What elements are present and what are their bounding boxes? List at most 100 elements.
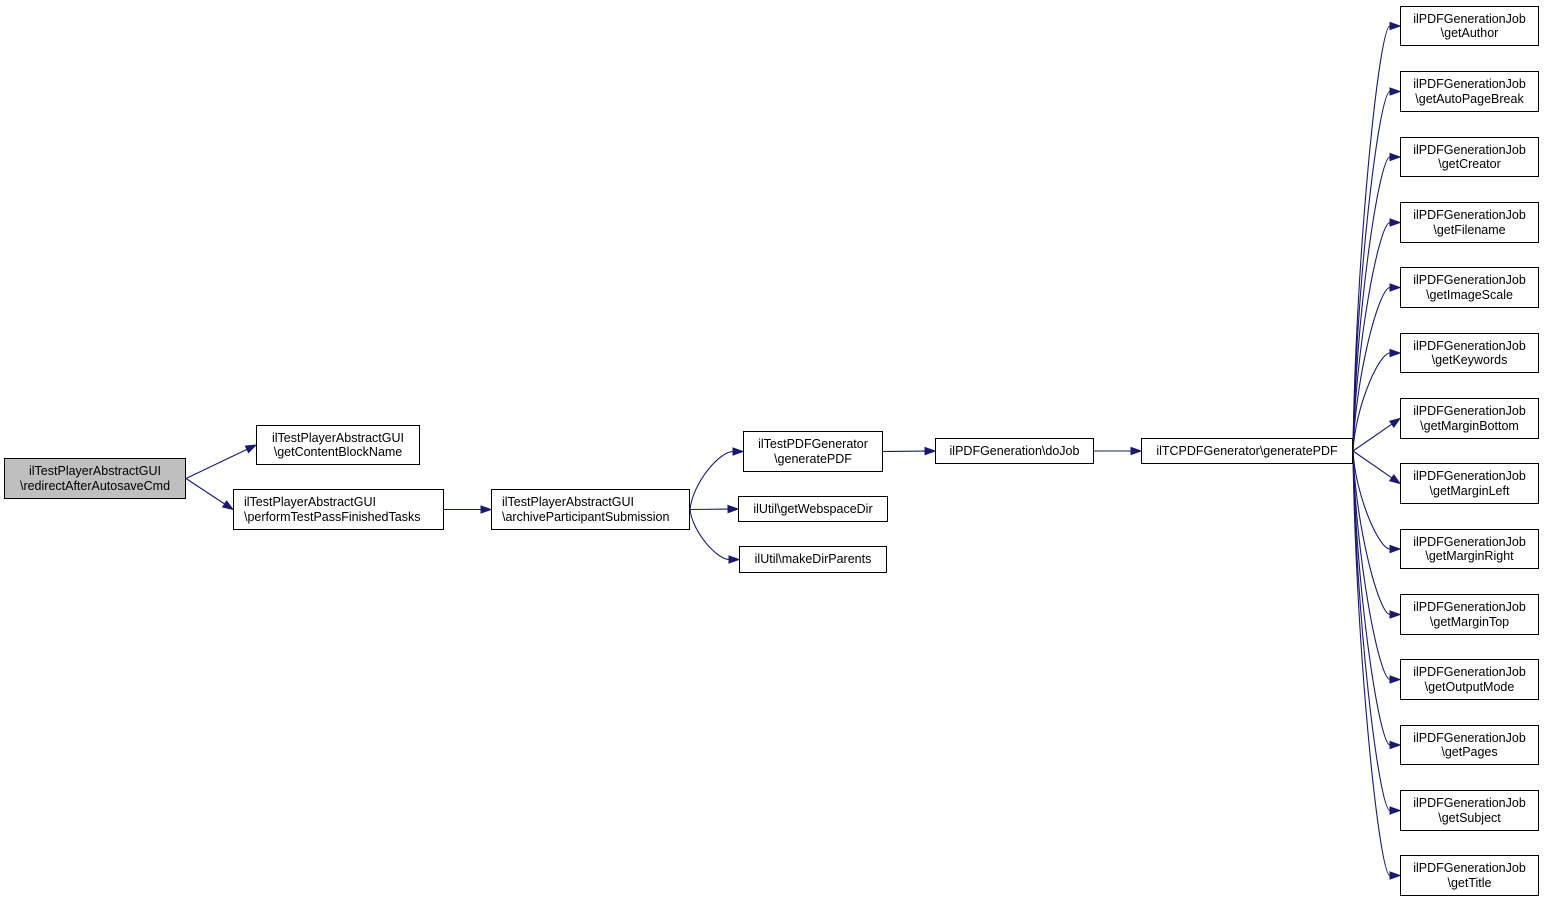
node-perform-test-pass-finished-tasks[interactable]: ilTestPlayerAbstractGUI \performTestPass… [233,489,444,530]
edge-tcpdf_generate-to-get_author [1352,25,1391,452]
node-archive-participant-submission-line1: ilTestPlayerAbstractGUI [502,495,634,509]
arrowhead-test_pdf_generator [732,447,745,456]
arrowhead-get_margin_top [1389,610,1402,619]
node-get-auto-page-break[interactable]: ilPDFGenerationJob \getAutoPageBreak [1400,71,1539,112]
node-get-content-block-name-line2: \getContentBlockName [273,445,403,459]
arrowhead-get_filename [1389,218,1402,227]
node-get-webspace-dir[interactable]: ilUtil\getWebspaceDir [738,496,888,522]
node-get-pages-line1: ilPDFGenerationJob [1413,730,1526,745]
node-root: ilTestPlayerAbstractGUI \redirectAfterAu… [4,458,186,499]
node-get-auto-page-break-line1: ilPDFGenerationJob [1413,77,1526,91]
node-root-line1: ilTestPlayerAbstractGUI [29,464,161,478]
node-get-image-scale-line2: \getImageScale [1426,287,1513,302]
node-get-filename[interactable]: ilPDFGenerationJob \getFilename [1400,202,1539,243]
arrowhead-perform_test_pass [221,500,235,511]
edge-tcpdf_generate-to-get_margin_right [1352,450,1391,550]
node-get-title-line1: ilPDFGenerationJob [1413,861,1526,875]
node-get-creator-line1: ilPDFGenerationJob [1413,142,1526,157]
edge-tcpdf_generate-to-get_title [1352,450,1391,877]
edge-tcpdf_generate-to-get_auto_page_break [1352,90,1391,452]
node-get-subject[interactable]: ilPDFGenerationJob \getSubject [1400,790,1539,831]
node-get-title[interactable]: ilPDFGenerationJob \getTitle [1400,855,1539,896]
node-get-content-block-name[interactable]: ilTestPlayerAbstractGUI \getContentBlock… [256,425,420,465]
arrowhead-get_auto_page_break [1389,87,1402,96]
arrowhead-get_image_scale [1389,283,1402,292]
node-get-auto-page-break-line2: \getAutoPageBreak [1415,91,1524,106]
node-make-dir-parents[interactable]: ilUtil\makeDirParents [739,546,887,573]
arrowhead-get_margin_left [1388,473,1402,485]
node-test-pdf-generator-line1: ilTestPDFGenerator [758,437,868,451]
arrowhead-get_content_block [244,444,258,454]
edge-tcpdf_generate-to-get_subject [1352,450,1391,812]
node-get-pages[interactable]: ilPDFGenerationJob \getPages [1400,725,1539,765]
node-get-margin-bottom-line1: ilPDFGenerationJob [1413,404,1526,418]
node-get-author[interactable]: ilPDFGenerationJob \getAuthor [1400,6,1539,46]
node-pdf-generation-do-job-line1: ilPDFGeneration\doJob [949,443,1080,458]
node-get-subject-line1: ilPDFGenerationJob [1413,796,1526,810]
node-get-margin-top-line2: \getMarginTop [1429,614,1510,629]
node-get-content-block-name-line1: ilTestPlayerAbstractGUI [272,430,404,445]
edge-tcpdf_generate-to-get_image_scale [1352,286,1391,452]
node-get-image-scale-line1: ilPDFGenerationJob [1413,273,1526,287]
node-archive-participant-submission-line2: \archiveParticipantSubmission [502,509,670,524]
node-get-filename-line1: ilPDFGenerationJob [1413,208,1526,222]
node-get-margin-left-line2: \getMarginLeft [1429,483,1510,498]
arrowhead-get_output_mode [1389,675,1402,684]
node-tcpdf-generator-line1: ilTCPDFGenerator\generatePDF [1156,443,1338,458]
node-get-output-mode-line1: ilPDFGenerationJob [1413,665,1526,679]
node-get-margin-bottom[interactable]: ilPDFGenerationJob \getMarginBottom [1400,398,1539,439]
arrowhead-tcpdf_generate [1130,446,1143,456]
edge-tcpdf_generate-to-get_margin_top [1352,450,1391,616]
arrowhead-make_dir_parents [728,555,741,564]
arrowhead-do_job [924,446,937,456]
node-archive-participant-submission[interactable]: ilTestPlayerAbstractGUI \archiveParticip… [491,489,690,530]
node-pdf-generation-do-job[interactable]: ilPDFGeneration\doJob [935,438,1094,464]
arrowhead-archive_submission [480,505,493,514]
node-perform-test-pass-finished-tasks-line2: \performTestPassFinishedTasks [244,509,421,524]
edge-root-to-perform_test_pass [185,478,225,505]
node-test-pdf-generator-line2: \generatePDF [774,451,852,466]
node-get-margin-right[interactable]: ilPDFGenerationJob \getMarginRight [1400,529,1539,569]
node-get-output-mode-line2: \getOutputMode [1424,679,1515,694]
edge-tcpdf_generate-to-get_margin_left [1352,450,1393,479]
edge-tcpdf_generate-to-get_filename [1352,221,1391,452]
node-get-margin-top-line1: ilPDFGenerationJob [1413,600,1526,614]
node-get-pages-line2: \getPages [1441,745,1498,759]
node-get-margin-top[interactable]: ilPDFGenerationJob \getMarginTop [1400,594,1539,635]
arrowhead-get_margin_bottom [1388,417,1402,429]
node-get-margin-left[interactable]: ilPDFGenerationJob \getMarginLeft [1400,463,1539,504]
arrowhead-get_creator [1389,152,1402,162]
node-get-keywords-line2: \getKeywords [1431,353,1508,367]
node-get-margin-right-line2: \getMarginRight [1425,549,1514,563]
arrowhead-get_pages [1389,740,1402,750]
arrowhead-get_keywords [1389,348,1402,358]
node-root-line2: \redirectAfterAutosaveCmd [19,478,171,493]
node-get-output-mode[interactable]: ilPDFGenerationJob \getOutputMode [1400,659,1539,700]
node-get-keywords-line1: ilPDFGenerationJob [1413,338,1526,353]
node-get-margin-bottom-line2: \getMarginBottom [1420,418,1519,433]
node-get-image-scale[interactable]: ilPDFGenerationJob \getImageScale [1400,267,1539,308]
node-perform-test-pass-finished-tasks-line1: ilTestPlayerAbstractGUI [244,495,376,509]
node-test-pdf-generator-generate-pdf[interactable]: ilTestPDFGenerator \generatePDF [743,431,883,472]
node-get-creator-line2: \getCreator [1438,157,1501,171]
edge-tcpdf_generate-to-get_keywords [1352,352,1391,452]
node-make-dir-parents-line1: ilUtil\makeDirParents [754,552,872,567]
arrowhead-webspace_dir [727,504,740,514]
node-get-creator[interactable]: ilPDFGenerationJob \getCreator [1400,137,1539,177]
node-get-subject-line2: \getSubject [1438,810,1501,825]
edge-archive_submission-to-test_pdf_generator [689,450,734,510]
edge-archive_submission-to-make_dir_parents [689,509,730,561]
node-get-title-line2: \getTitle [1447,875,1492,890]
arrowhead-get_author [1389,21,1402,31]
node-tcpdf-generator-generate-pdf[interactable]: ilTCPDFGenerator\generatePDF [1141,438,1353,464]
node-get-author-line2: \getAuthor [1440,26,1499,40]
arrowhead-get_subject [1389,806,1402,815]
node-get-margin-right-line1: ilPDFGenerationJob [1413,534,1526,549]
edge-root-to-get_content_block [185,448,248,479]
edge-tcpdf_generate-to-get_output_mode [1352,450,1391,681]
node-get-keywords[interactable]: ilPDFGenerationJob \getKeywords [1400,333,1539,373]
edge-tcpdf_generate-to-get_creator [1352,156,1391,452]
edge-tcpdf_generate-to-get_pages [1352,450,1391,746]
node-get-webspace-dir-line1: ilUtil\getWebspaceDir [753,501,873,516]
